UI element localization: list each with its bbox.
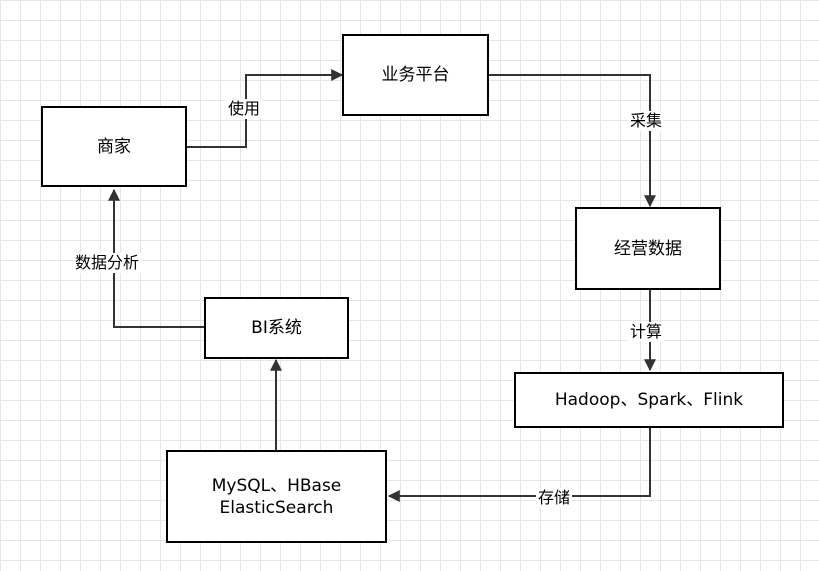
edge-bi-to-merchant [108, 188, 205, 328]
edge-label-store: 存储 [536, 488, 573, 508]
edge-label-use: 使用 [226, 99, 263, 119]
operating-data-node-label: 经营数据 [614, 238, 682, 259]
bi-node[interactable]: BI系统 [204, 297, 349, 359]
storage-node-label-line2: ElasticSearch [219, 497, 334, 518]
edge-label-collect: 采集 [628, 111, 665, 131]
edge-compute-to-storage [387, 427, 651, 502]
storage-node[interactable]: MySQL、HBase ElasticSearch [166, 450, 387, 543]
merchant-node[interactable]: 商家 [41, 106, 187, 187]
compute-node-label: Hadoop、Spark、Flink [554, 390, 744, 410]
platform-node[interactable]: 业务平台 [342, 34, 489, 116]
platform-node-label: 业务平台 [381, 65, 450, 85]
edge-merchant-to-platform [186, 69, 344, 148]
edge-platform-to-operating-data [488, 74, 656, 208]
edge-label-compute: 计算 [628, 322, 665, 342]
bi-node-label: BI系统 [251, 318, 302, 338]
operating-data-node[interactable]: 经营数据 [575, 207, 721, 290]
storage-node-label-line1: MySQL、HBase [211, 475, 342, 496]
compute-node[interactable]: Hadoop、Spark、Flink [514, 372, 784, 428]
merchant-node-label: 商家 [97, 136, 131, 157]
edge-label-analyze: 数据分析 [73, 253, 142, 273]
